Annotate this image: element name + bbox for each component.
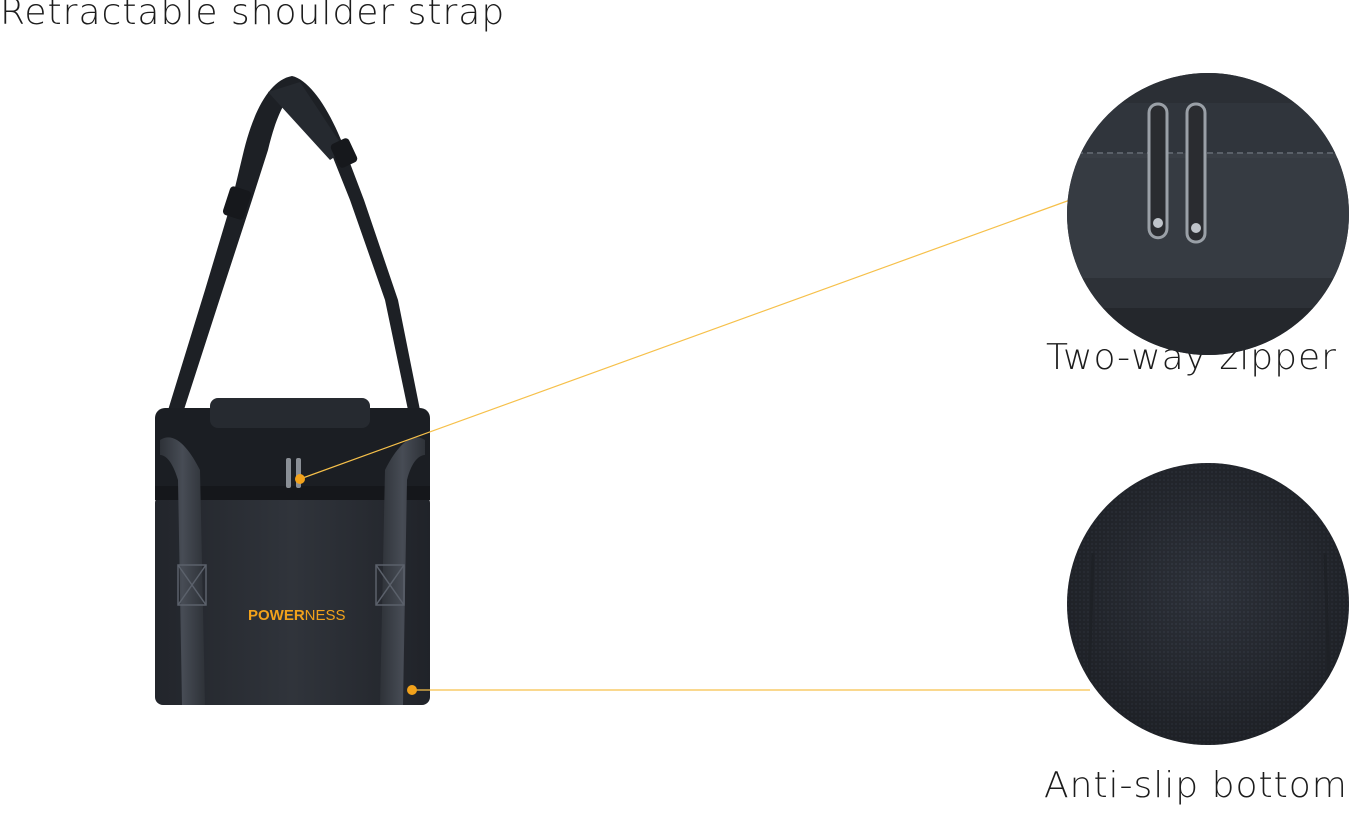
brand-logo: POWERNESS	[248, 607, 346, 624]
anti-slip-bottom-detail-image	[1067, 463, 1349, 745]
brand-bold: POWER	[248, 607, 305, 624]
shoulder-strap	[165, 76, 420, 422]
zipper-callout-line	[299, 199, 1071, 480]
bottom-callout-dot	[407, 685, 417, 695]
shoulder-strap-label: Retractable shoulder strap	[0, 0, 506, 33]
bag	[155, 398, 430, 705]
zipper-callout-dot	[295, 474, 305, 484]
anti-slip-bottom-label: Anti-slip bottom	[1044, 765, 1348, 806]
brand-light: NESS	[305, 607, 346, 624]
zipper-detail-image	[1067, 73, 1349, 355]
